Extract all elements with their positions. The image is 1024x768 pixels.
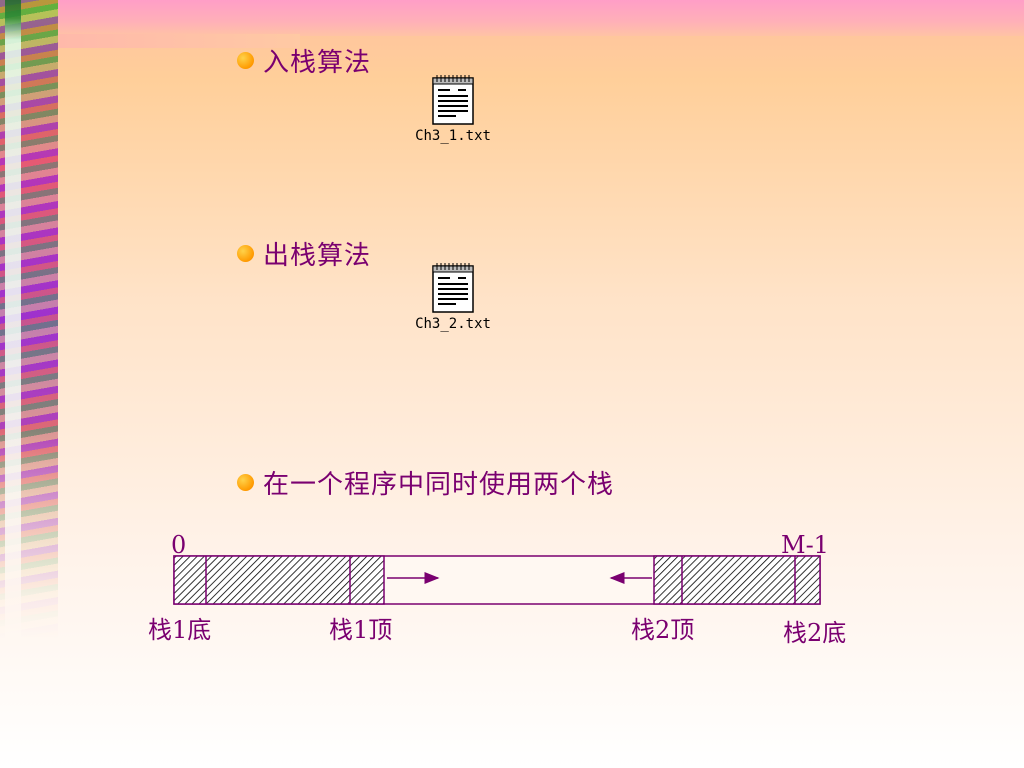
stack1-bottom-label: 栈1底 (148, 616, 211, 644)
file-ch3-1[interactable]: Ch3_1.txt (408, 74, 498, 144)
bullet-text: 出栈算法 (263, 241, 372, 271)
stack2-bottom-label: 栈2底 (783, 619, 846, 647)
shared-stack-diagram: 0 M-1 栈1底 栈1顶 栈2顶 栈2底 (140, 528, 880, 658)
stack1-region (173, 555, 385, 605)
file-name-label: Ch3_1.txt (415, 128, 491, 144)
bullet-pop-algorithm: 出栈算法 (237, 235, 371, 272)
stack1-top-label: 栈1顶 (329, 616, 392, 644)
bullet-dot-icon (237, 474, 254, 491)
bullet-two-stacks: 在一个程序中同时使用两个栈 (237, 464, 614, 501)
slide-left-fade (0, 430, 58, 640)
file-ch3-2[interactable]: Ch3_2.txt (408, 262, 498, 332)
index-start-label: 0 (171, 531, 186, 559)
bullet-text: 入栈算法 (263, 48, 372, 78)
bullet-push-algorithm: 入栈算法 (237, 42, 371, 79)
bullet-dot-icon (237, 52, 254, 69)
slide-top-strip (0, 34, 300, 48)
shared-stack-svg: 0 M-1 栈1底 栈1顶 栈2顶 栈2底 (148, 531, 846, 647)
slide-top-band (0, 0, 1024, 36)
bullet-dot-icon (237, 245, 254, 262)
index-end-label: M-1 (781, 531, 829, 559)
text-document-icon (432, 263, 474, 313)
text-document-icon (432, 75, 474, 125)
stack2-top-label: 栈2顶 (631, 616, 694, 644)
file-name-label: Ch3_2.txt (415, 316, 491, 332)
bullet-text: 在一个程序中同时使用两个栈 (263, 470, 615, 500)
